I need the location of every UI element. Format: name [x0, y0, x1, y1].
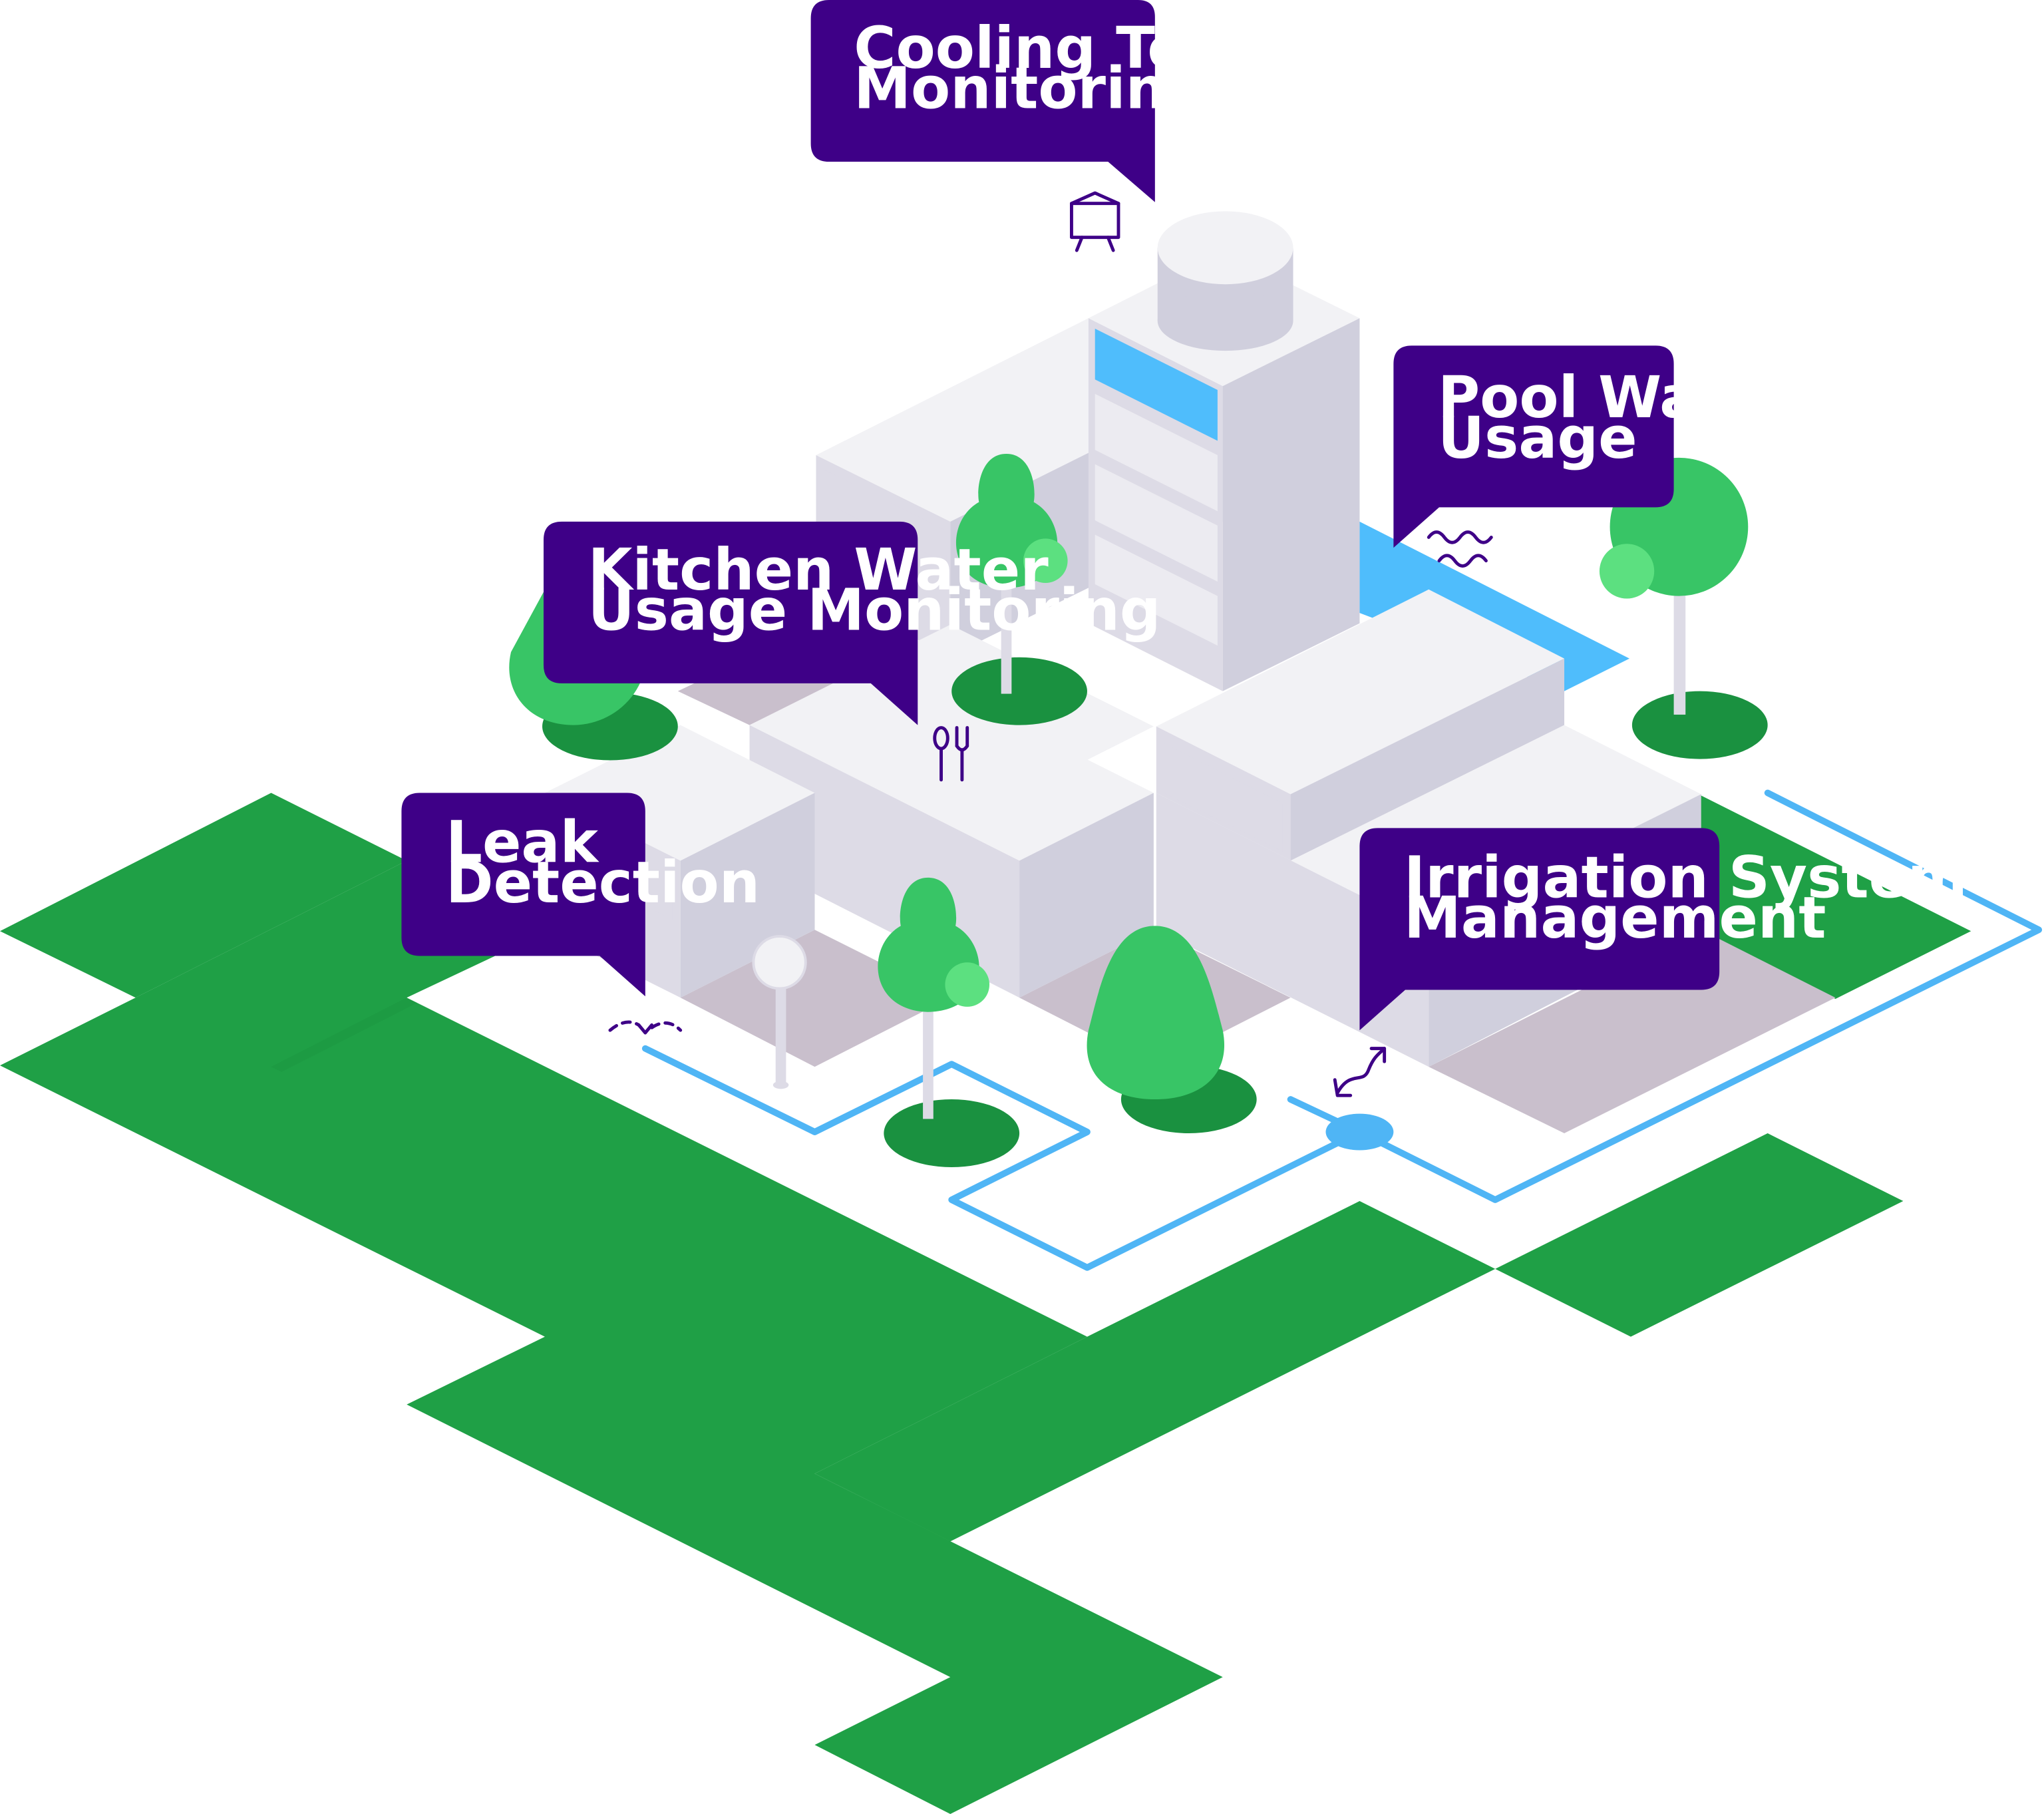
- building-cooling-tower: [1088, 211, 1360, 691]
- callout-pool-line1: Pool Water: [1438, 365, 1793, 431]
- callouts: Cooling Tower Monitoring Pool Water Usag…: [401, 0, 1967, 1031]
- cooling-tank: [1157, 211, 1293, 351]
- callout-leak-line2: Detection: [446, 850, 760, 916]
- lamp-post: [752, 935, 807, 1089]
- tree-front: [878, 877, 1020, 1167]
- callout-kitchen-water: Kitchen Water Usage Monitoring: [543, 521, 1161, 725]
- water-waves-icon: [1427, 530, 1493, 568]
- tree-center-back: [951, 453, 1087, 725]
- tree-bush-front: [1087, 926, 1257, 1134]
- tower-floor-panels: [1095, 393, 1218, 646]
- cooling-tower-icon: [1070, 191, 1120, 252]
- callout-leak-detection: Leak Detection: [401, 793, 760, 997]
- grass-seam: [271, 998, 417, 1072]
- callout-kitchen-line2: Usage Monitoring: [588, 578, 1161, 644]
- pipe-leak-branch: [641, 1045, 1363, 1271]
- pipe-junction-node: [1325, 1113, 1394, 1151]
- grass-main-field: [0, 860, 1223, 1814]
- callout-irrigation-line1: Irrigation System: [1404, 844, 1967, 911]
- callout-kitchen-line1: Kitchen Water: [588, 537, 1049, 604]
- callout-irrigation-line2: Management: [1404, 885, 1826, 952]
- callout-leak-line1: Leak: [446, 809, 599, 876]
- shadow-right: [1429, 930, 1836, 1134]
- callout-pool-water: Pool Water Usage: [1393, 345, 1793, 548]
- spoon-fork-icon: [933, 726, 969, 782]
- callout-cooling-line2: Monitoring: [854, 56, 1207, 122]
- pool-water: [1359, 521, 1629, 691]
- callout-cooling-line1: Cooling Tower: [854, 15, 1307, 82]
- grass-middle-strip: [814, 1200, 1496, 1542]
- icons: [608, 191, 1493, 1097]
- flow-arrows-icon: [1333, 1047, 1387, 1097]
- leak-drip-icon: [608, 1020, 683, 1035]
- grass-left-strip: [0, 793, 407, 998]
- tower-window-blue: [1095, 328, 1218, 441]
- callout-cooling-tower: Cooling Tower Monitoring: [810, 0, 1307, 202]
- lamp-globe: [752, 935, 807, 990]
- grass-right-tile: [1495, 1133, 1904, 1337]
- callout-irrigation: Irrigation System Management: [1359, 828, 1967, 1031]
- callout-pool-line2: Usage: [1438, 405, 1637, 472]
- water-pipes: [641, 789, 2043, 1271]
